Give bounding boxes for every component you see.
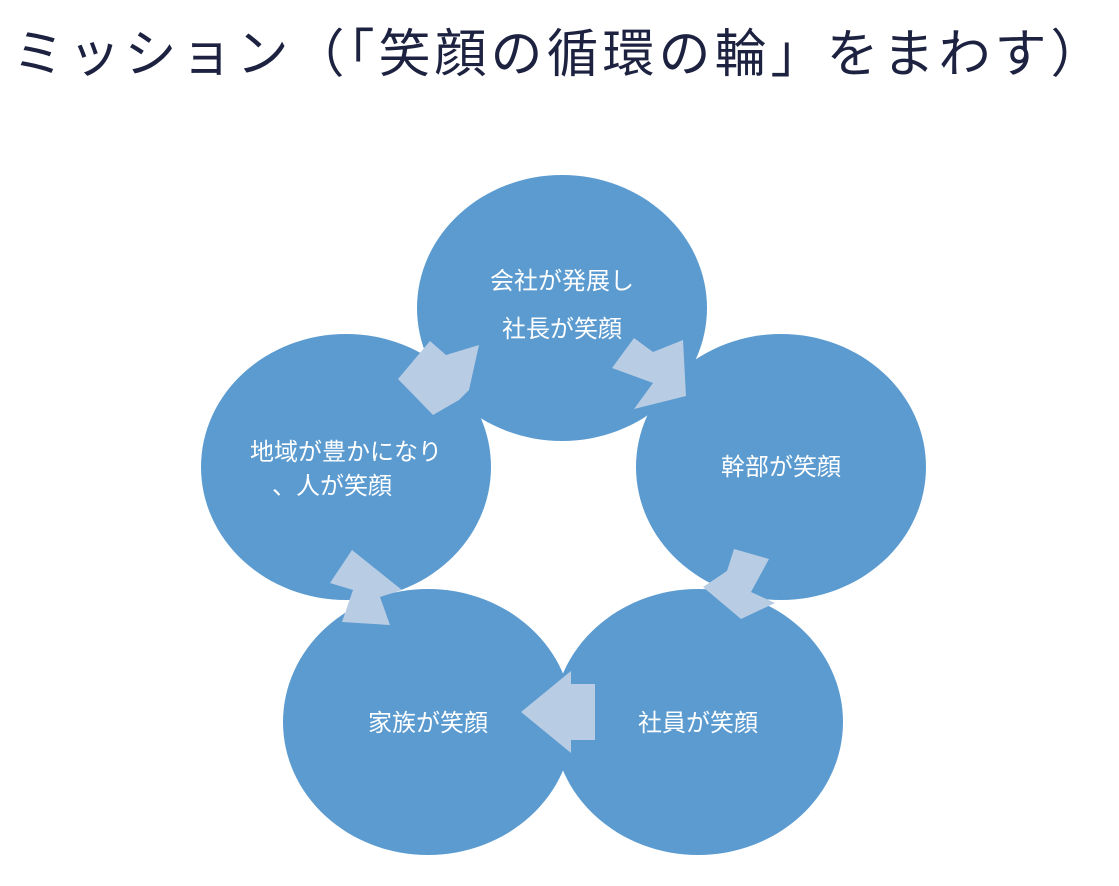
arrow-company-to-managers — [612, 338, 686, 409]
cycle-node-employees-label: 社員が笑顔 — [638, 709, 758, 737]
arrow-families-to-community — [330, 550, 402, 625]
cycle-node-families-label: 家族が笑顔 — [368, 709, 488, 737]
cycle-node-managers — [636, 334, 926, 600]
cycle-node-company-label: 会社が発展し — [490, 267, 634, 295]
arrow-community-to-company — [398, 341, 479, 415]
cycle-node-community — [201, 334, 491, 600]
arrow-managers-to-employees — [703, 549, 775, 619]
page-title: ミッション（「笑顔の循環の輪」をまわす） — [12, 25, 1107, 85]
cycle-node-company-label-2: 社長が笑顔 — [502, 315, 622, 343]
cycle-node-managers-label: 幹部が笑顔 — [721, 453, 841, 481]
cycle-node-community-label-2: 、人が笑顔 — [272, 472, 392, 500]
arrow-employees-to-families — [521, 671, 595, 753]
cycle-node-employees — [553, 589, 843, 855]
cycle-node-families — [283, 589, 573, 855]
cycle-node-community-label: 地域が豊かになり — [250, 438, 442, 466]
